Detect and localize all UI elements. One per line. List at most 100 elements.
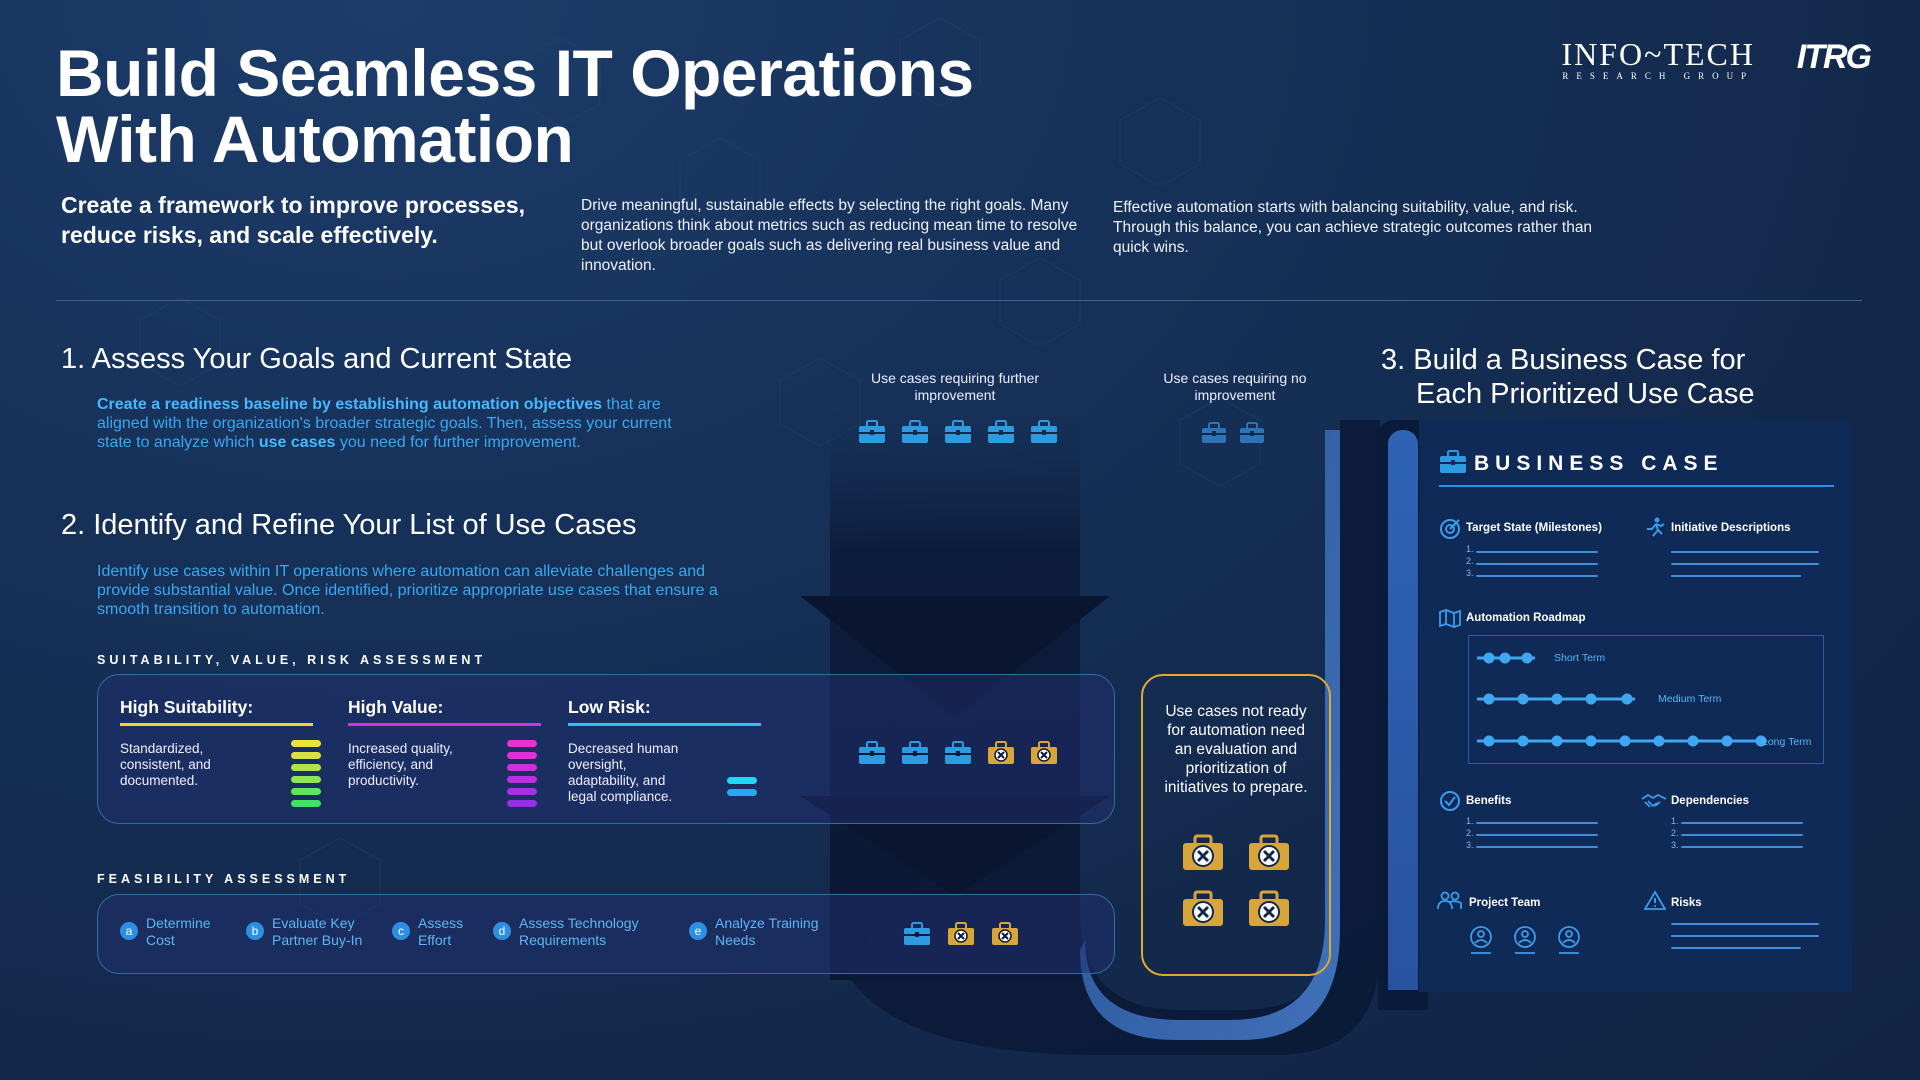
team-icon — [1437, 891, 1462, 910]
briefcase-icon — [1031, 420, 1057, 443]
step1-text1: that are aligned with the organization's… — [97, 396, 672, 451]
infotech-logo: INFO~TECH RESEARCH GROUP — [1561, 36, 1755, 81]
feasibility-list: a Determine Cost b Evaluate Key Partner … — [120, 915, 835, 949]
step3-heading-line2: Each Prioritized Use Case — [1416, 378, 1755, 410]
risks-line-3 — [1671, 947, 1801, 949]
roadmap-timeline — [1477, 652, 1767, 747]
target-line-1 — [1476, 551, 1598, 553]
risks-label: Risks — [1671, 897, 1702, 909]
title-line-1: Build Seamless IT Operations — [56, 36, 974, 110]
briefcase-icon — [902, 741, 928, 764]
initiative-line-2 — [1671, 563, 1819, 565]
feasibility-letter-d: d — [493, 922, 511, 940]
feasibility-text-d: Assess Technology Requirements — [519, 915, 639, 948]
step2-heading: 2. Identify and Refine Your List of Use … — [61, 509, 637, 541]
header-divider — [56, 300, 1862, 301]
not-ready-text: Use cases not ready for automation need … — [1164, 703, 1308, 796]
feasibility-text-b: Evaluate Key Partner Buy-In — [272, 915, 363, 948]
briefcase-icon — [904, 922, 930, 945]
feasibility-letter-c: c — [392, 922, 410, 940]
intro-balance-text: Effective automation starts with balanci… — [1113, 199, 1593, 256]
dependencies-line-2 — [1681, 834, 1803, 836]
no-improvement-icons — [1201, 422, 1265, 444]
feasibility-text-c: Assess Effort — [418, 915, 464, 948]
business-case-title-rule — [1439, 485, 1834, 487]
step1-bold1: Create a readiness baseline by establish… — [97, 396, 603, 413]
feasibility-item-e: e Analyze Training Needs — [689, 915, 835, 949]
roadmap-box — [1468, 635, 1824, 764]
step1-heading: 1. Assess Your Goals and Current State — [61, 343, 573, 375]
target-line-3 — [1476, 575, 1598, 577]
feasibility-item-d: d Assess Technology Requirements — [493, 915, 669, 949]
project-team-label: Project Team — [1469, 897, 1541, 909]
briefcase-icon — [1240, 422, 1264, 443]
benefits-num-2: 2. — [1466, 828, 1474, 838]
assessed-use-case-icons — [858, 741, 1058, 765]
criterion-risk-title: Low Risk: — [568, 697, 651, 717]
automation-roadmap-label: Automation Roadmap — [1466, 612, 1586, 624]
briefcase-icon — [988, 420, 1014, 443]
map-icon — [1439, 609, 1461, 628]
criterion-risk-underline — [568, 723, 761, 726]
team-member-avatars — [1470, 926, 1580, 954]
criterion-risk-text: Decreased human oversight, adaptability,… — [568, 741, 679, 804]
page-title: Build Seamless IT Operations With Automa… — [56, 40, 974, 172]
feasibility-letter-e: e — [689, 922, 707, 940]
briefcase-rejected-icon — [1249, 834, 1289, 870]
handshake-icon — [1641, 793, 1667, 808]
business-case-document: BUSINESS CASE Target State (Milestones) … — [1419, 420, 1852, 992]
criterion-risk: Low Risk: Decreased human oversight, ada… — [568, 697, 761, 805]
infotech-logo-main: INFO~TECH — [1561, 36, 1755, 72]
step3-heading: 3. Build a Business Case for Each Priori… — [1381, 343, 1754, 411]
feasibility-label: FEASIBILITY ASSESSMENT — [97, 872, 351, 886]
further-improvement-label: Use cases requiring further improvement — [870, 370, 1040, 403]
feasibility-item-a: a Determine Cost — [120, 915, 226, 949]
dependencies-num-2: 2. — [1671, 828, 1679, 838]
briefcase-rejected-icon — [1183, 890, 1223, 926]
target-num-3: 3. — [1466, 568, 1474, 578]
risks-line-1 — [1671, 923, 1819, 925]
feasibility-text-a: Determine Cost — [146, 915, 211, 948]
step1-bold2: use cases — [258, 434, 336, 451]
feasibility-item-b: b Evaluate Key Partner Buy-In — [246, 915, 372, 949]
benefits-label: Benefits — [1466, 795, 1512, 807]
briefcase-rejected-icon — [992, 922, 1018, 945]
benefits-line-1 — [1476, 822, 1598, 824]
criterion-value-underline — [348, 723, 541, 726]
business-case-title: BUSINESS CASE — [1474, 452, 1724, 475]
briefcase-icon — [902, 420, 928, 443]
initiative-descriptions-label: Initiative Descriptions — [1671, 522, 1791, 534]
no-improvement-label: Use cases requiring no improvement — [1163, 370, 1307, 403]
briefcase-icon — [1202, 422, 1226, 443]
feasibility-panel: a Determine Cost b Evaluate Key Partner … — [97, 894, 1115, 974]
dependencies-num-3: 3. — [1671, 840, 1679, 850]
dependencies-num-1: 1. — [1671, 816, 1679, 826]
criterion-value: High Value: Increased quality, efficienc… — [348, 697, 541, 789]
further-improvement-icons — [858, 420, 1058, 444]
benefits-line-3 — [1476, 846, 1598, 848]
assessment-label: SUITABILITY, VALUE, RISK ASSESSMENT — [97, 653, 487, 667]
step2-text: Identify use cases within IT operations … — [97, 563, 718, 618]
roadmap-long-term: Long Term — [1762, 736, 1812, 748]
itrg-logo: ITRG — [1796, 38, 1872, 76]
briefcase-rejected-icon — [1249, 890, 1289, 926]
briefcase-icon — [945, 741, 971, 764]
briefcase-icon — [859, 741, 885, 764]
benefits-num-1: 1. — [1466, 816, 1474, 826]
target-state-label: Target State (Milestones) — [1466, 522, 1602, 534]
runner-icon — [1647, 517, 1665, 537]
feasibility-use-case-icons — [903, 922, 1019, 946]
dependencies-label: Dependencies — [1671, 795, 1749, 807]
step3-heading-line1: 3. Build a Business Case for — [1381, 344, 1746, 376]
initiative-line-1 — [1671, 551, 1819, 553]
not-ready-box: Use cases not ready for automation need … — [1141, 674, 1331, 976]
target-num-1: 1. — [1466, 544, 1474, 554]
criterion-suitability-title: High Suitability: — [120, 697, 254, 717]
briefcase-rejected-icon — [948, 922, 974, 945]
criterion-value-title: High Value: — [348, 697, 444, 717]
dependencies-line-3 — [1681, 846, 1803, 848]
feasibility-letter-a: a — [120, 922, 138, 940]
feasibility-text-e: Analyze Training Needs — [715, 915, 819, 948]
roadmap-medium-term: Medium Term — [1658, 693, 1722, 705]
criterion-suitability: High Suitability: Standardized, consiste… — [120, 697, 313, 789]
